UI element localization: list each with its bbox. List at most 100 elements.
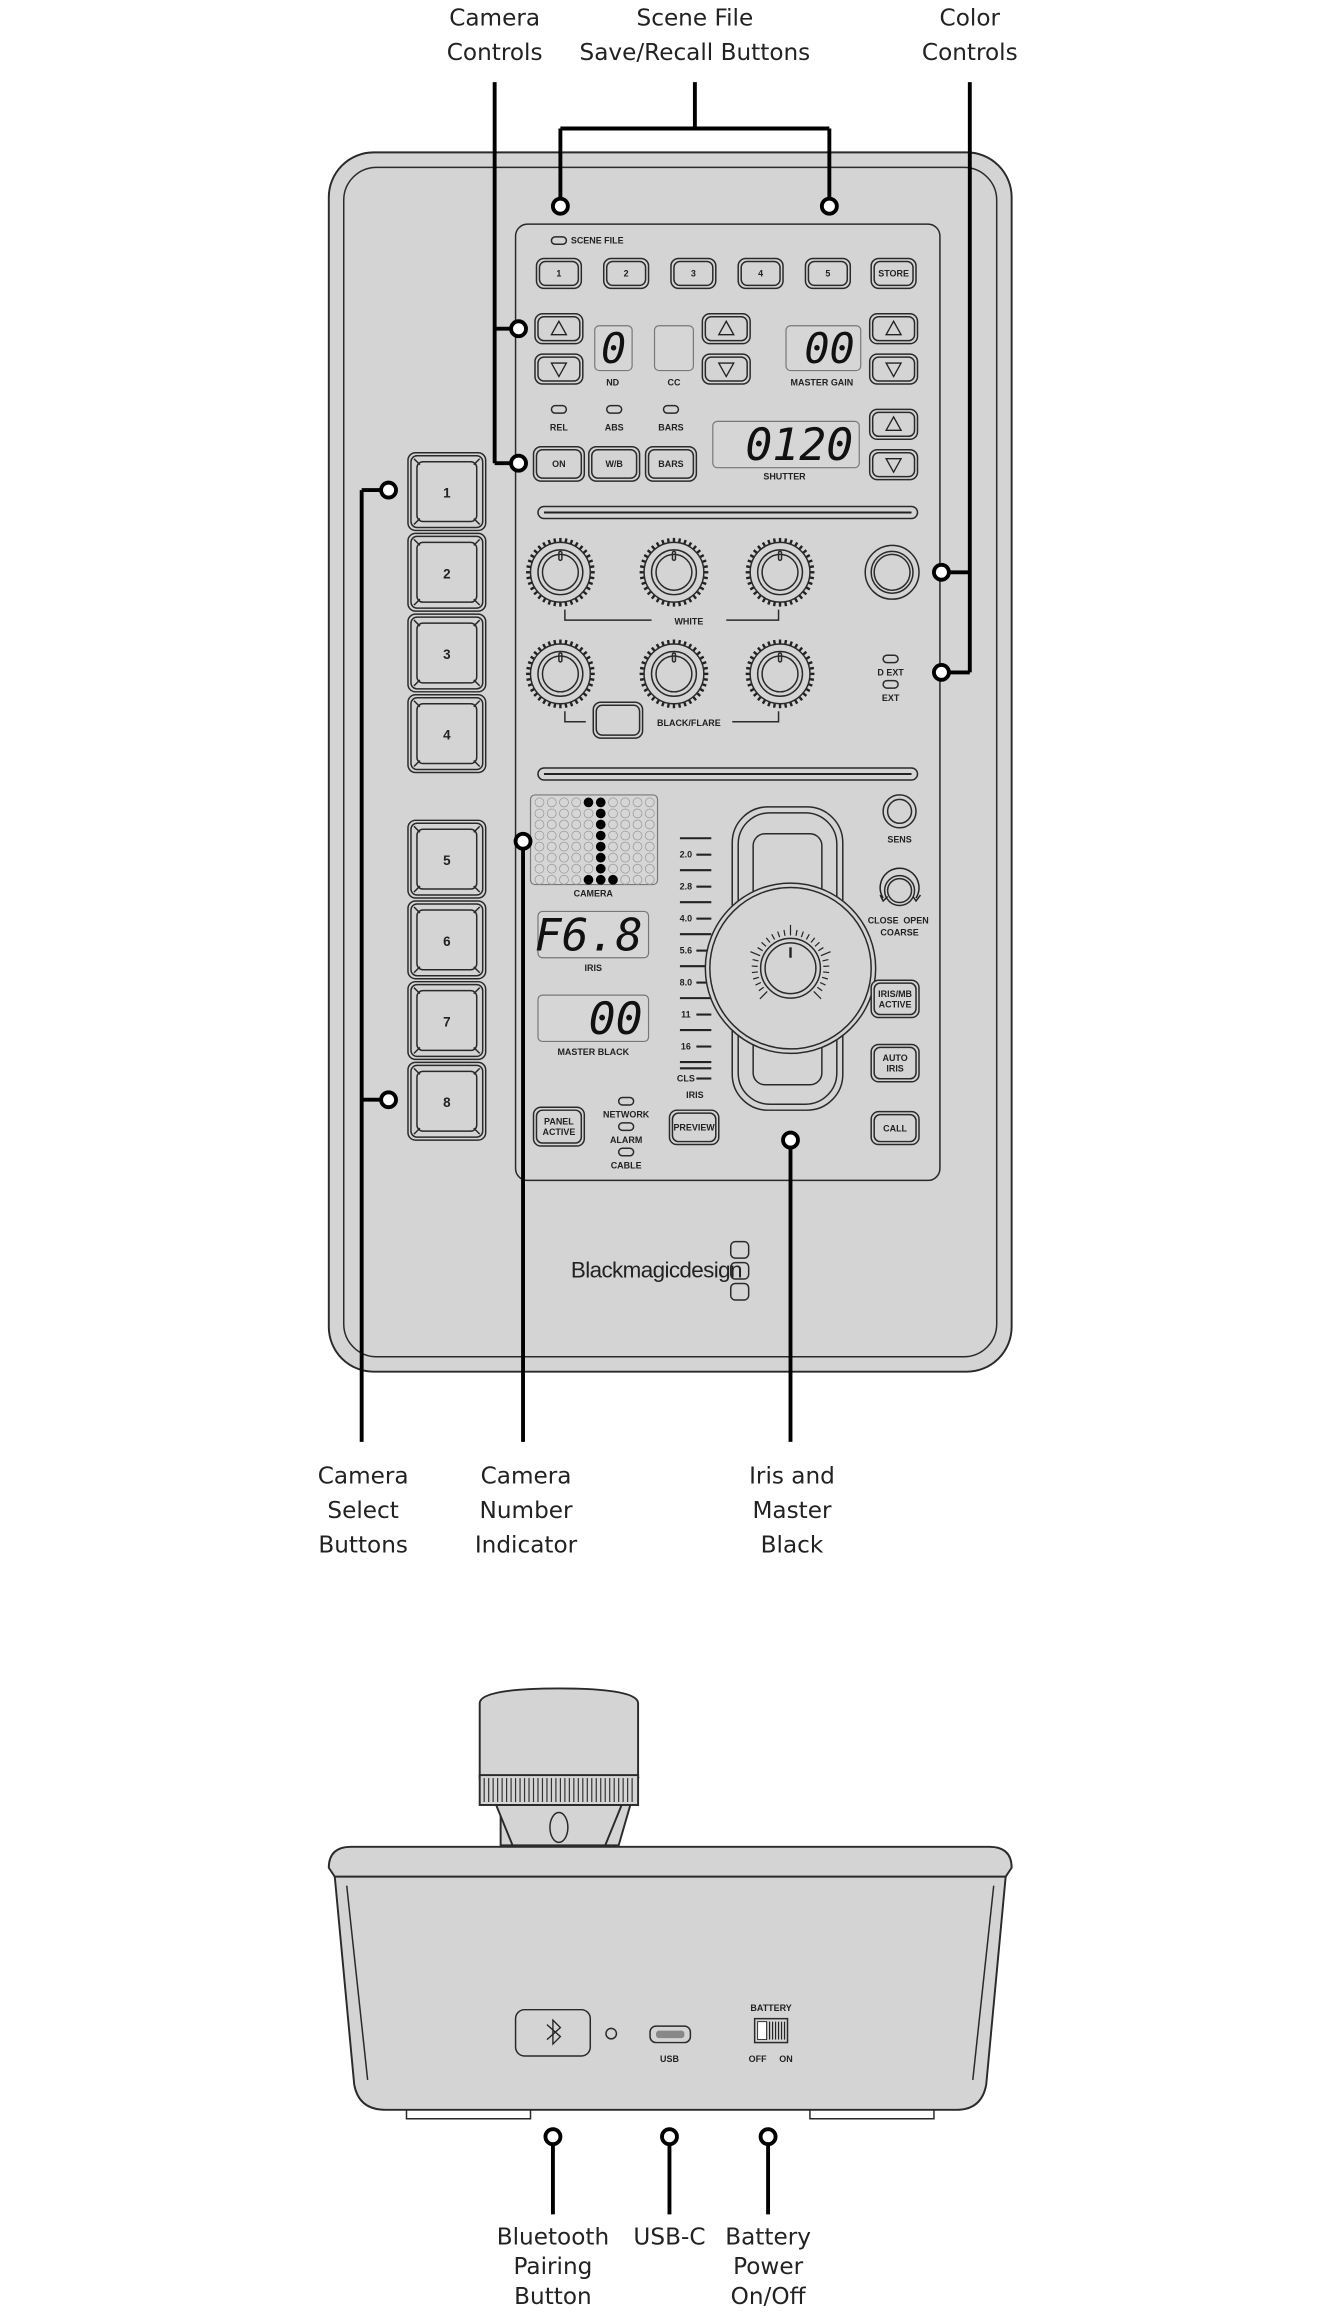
store-button[interactable]: STORE <box>870 257 917 290</box>
nd-display-value: 0 <box>601 324 626 373</box>
nd-label: ND <box>606 378 619 388</box>
close-label: CLOSE <box>868 915 899 925</box>
button-label: BARS <box>658 459 683 469</box>
matrix-dot <box>546 841 557 852</box>
matrix-dot-lit <box>595 808 606 819</box>
gain-up-button[interactable] <box>868 313 919 345</box>
white-knob-1[interactable] <box>526 537 595 607</box>
master-gain-display: 00 <box>785 324 862 373</box>
brand-logo: Blackmagicdesign <box>571 1258 742 1283</box>
matrix-dot <box>546 819 557 830</box>
matrix-dot-lit <box>595 819 606 830</box>
button-label: 1 <box>556 269 561 279</box>
button-label: IRIS/MB <box>878 989 912 999</box>
matrix-dot <box>608 841 618 852</box>
camera-select-button-4[interactable]: 4 <box>407 694 487 774</box>
status-led-1 <box>617 1122 635 1132</box>
matrix-dot <box>559 808 569 819</box>
matrix-dot <box>534 863 545 874</box>
matrix-dot <box>571 830 582 841</box>
scene-file-led <box>550 236 568 246</box>
shutter-down-button[interactable] <box>868 449 919 481</box>
camera-select-button-1[interactable]: 1 <box>407 451 487 532</box>
callout-iris-master-black: Iris and Master Black <box>749 1464 835 1559</box>
iris-joystick[interactable] <box>704 806 877 1111</box>
matrix-dot <box>571 852 582 863</box>
black-flare-button[interactable] <box>592 701 644 739</box>
master-knob[interactable] <box>864 544 920 600</box>
gain-down-button[interactable] <box>868 353 919 385</box>
camera-select-button-5[interactable]: 5 <box>407 819 487 899</box>
white-label: WHITE <box>674 617 703 627</box>
status-led <box>605 2027 618 2040</box>
matrix-dot <box>608 863 618 874</box>
matrix-dot <box>546 808 557 819</box>
callout-battery: Battery Power On/Off <box>725 2224 811 2310</box>
scene-file-button-2[interactable]: 2 <box>602 257 650 290</box>
camera-select-button-3[interactable]: 3 <box>407 613 487 693</box>
callout-line: Button <box>514 2284 592 2310</box>
matrix-dot <box>571 797 582 808</box>
camera-select-button-8[interactable]: 8 <box>407 1061 487 1141</box>
iris-scale-label: 5.6 <box>680 946 692 956</box>
matrix-dot <box>644 819 655 830</box>
coarse-knob[interactable] <box>879 867 922 907</box>
knob-stem <box>494 1804 624 1847</box>
call-button[interactable]: CALL <box>870 1110 920 1146</box>
button-label: W/B <box>605 459 623 469</box>
matrix-dot <box>534 808 545 819</box>
nd-down-button[interactable] <box>534 353 584 385</box>
scene-file-button-3[interactable]: 3 <box>670 257 717 290</box>
cc-label: CC <box>667 378 680 388</box>
matrix-dot-lit <box>583 797 594 808</box>
up-arrow-icon <box>884 415 903 432</box>
matrix-dot <box>559 841 569 852</box>
scene-file-button-1[interactable]: 1 <box>535 257 583 290</box>
down-arrow-icon <box>717 362 735 378</box>
button-label: ACTIVE <box>542 1127 575 1137</box>
preview-button[interactable]: PREVIEW <box>668 1109 720 1146</box>
matrix-dot <box>571 819 582 830</box>
camera-select-button-6[interactable]: 6 <box>407 900 487 980</box>
matrix-dot <box>632 874 643 885</box>
usb-label: USB <box>660 2054 679 2064</box>
matrix-dot-lit <box>595 797 606 808</box>
matrix-dot <box>632 830 643 841</box>
nd-display: 0 <box>594 324 633 373</box>
status-led-2 <box>617 1147 635 1157</box>
sens-button[interactable] <box>882 794 917 829</box>
button-label: 5 <box>825 269 830 279</box>
button-label: PANEL <box>544 1117 574 1127</box>
matrix-dot <box>632 863 643 874</box>
callout-line: Camera <box>318 1464 409 1490</box>
scene-file-button-5[interactable]: 5 <box>804 257 852 290</box>
shutter-up-button[interactable] <box>868 408 919 441</box>
button-label: IRIS <box>886 1064 903 1074</box>
white-knob-2[interactable] <box>639 537 709 607</box>
camera-select-button-7[interactable]: 7 <box>407 980 487 1061</box>
scene-file-button-4[interactable]: 4 <box>737 257 784 290</box>
camera-select-button-2[interactable]: 2 <box>407 532 487 612</box>
matrix-dot <box>583 852 594 863</box>
knurl-lines <box>483 1778 633 1802</box>
white-knob-3[interactable] <box>745 537 815 607</box>
matrix-dot-lit <box>583 874 594 885</box>
cc-up-button[interactable] <box>701 313 751 345</box>
nd-up-button[interactable] <box>534 313 584 345</box>
mode-button-2[interactable]: BARS <box>644 446 698 482</box>
cc-down-button[interactable] <box>701 353 751 385</box>
mode-button-0[interactable]: ON <box>532 446 586 482</box>
black-knob-3[interactable] <box>745 639 815 709</box>
iris-scale-label: 2.8 <box>680 882 692 892</box>
black-knob-1[interactable] <box>526 639 595 709</box>
black-knob-2[interactable] <box>639 639 709 709</box>
matrix-dot <box>620 863 631 874</box>
mode-button-1[interactable]: W/B <box>588 446 641 482</box>
logo-mark <box>729 1240 750 1301</box>
matrix-dot-lit <box>608 874 618 885</box>
matrix-dot <box>559 863 569 874</box>
